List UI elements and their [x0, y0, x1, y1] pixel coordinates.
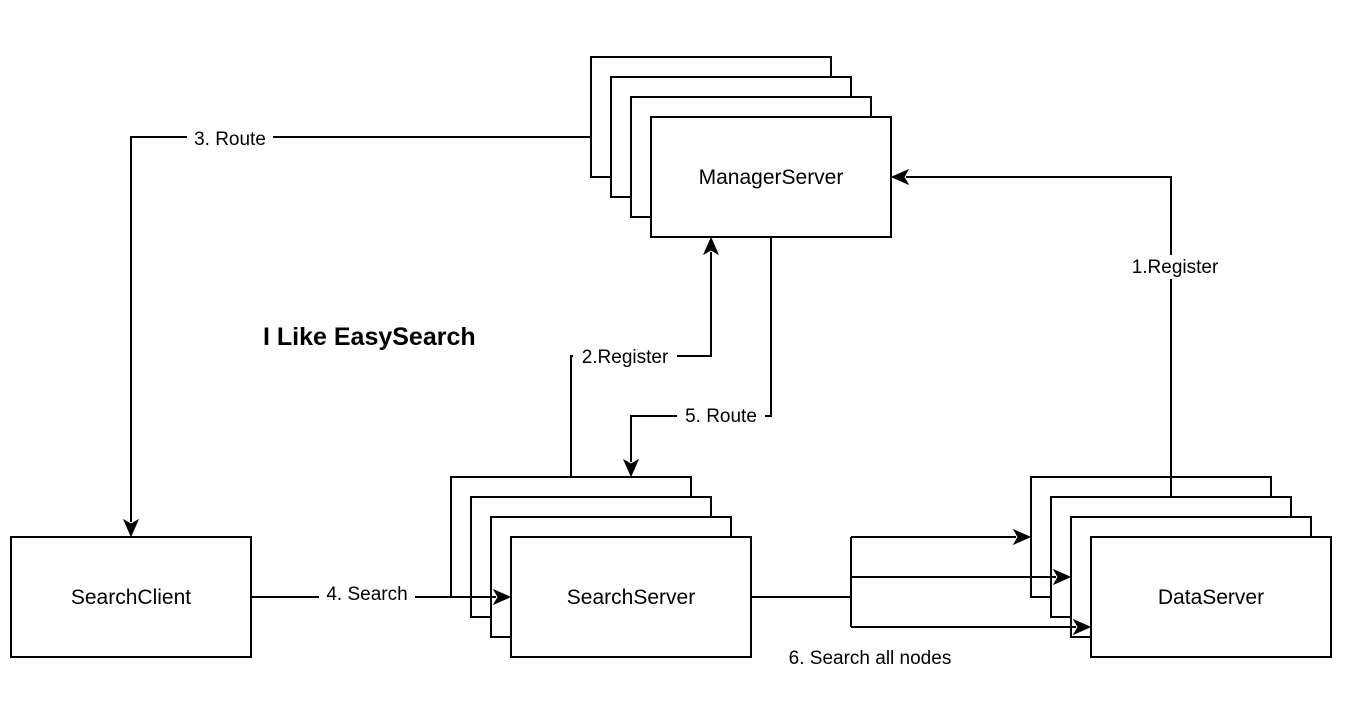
arrowhead: [890, 168, 910, 186]
arrowhead: [122, 518, 140, 538]
edge-search-all-6: 6. Search all nodes: [751, 528, 1092, 669]
diagram-title: I Like EasySearch: [263, 323, 476, 351]
edge-label-route-5: 5. Route: [685, 406, 757, 427]
data-server-label: DataServer: [1158, 586, 1264, 609]
edge-label-bg: [1123, 255, 1227, 279]
arrowhead: [702, 236, 720, 256]
manager-server-label: ManagerServer: [699, 166, 844, 189]
edge-search-4: 4. Search: [251, 582, 512, 606]
edge-label-search-4: 4. Search: [326, 584, 407, 605]
search-client-label: SearchClient: [71, 586, 191, 609]
edge-label-register-2: 2.Register: [582, 347, 669, 368]
edge-label-bg: [677, 404, 765, 428]
arrowhead: [1012, 528, 1032, 546]
edge-label-bg: [187, 127, 273, 149]
edge-register-1: 1.Register: [890, 168, 1227, 497]
edge-label-search-all-6: 6. Search all nodes: [789, 648, 952, 669]
edge-label-register-1: 1.Register: [1132, 257, 1219, 278]
search-server-label: SearchServer: [567, 586, 695, 609]
edge-route-3: 3. Route: [122, 127, 591, 538]
edge-label-route-3: 3. Route: [194, 129, 266, 150]
arrowhead: [1072, 618, 1092, 636]
edge-register-2: 2.Register: [570, 236, 720, 477]
search-client[interactable]: SearchClient: [10, 536, 252, 658]
arrowhead: [622, 458, 640, 478]
manager-server-node[interactable]: [650, 116, 892, 238]
arrowhead: [1052, 568, 1072, 586]
manager-server-stack[interactable]: ManagerServer: [590, 56, 892, 238]
edge-label-bg: [573, 345, 677, 369]
search-server-stack[interactable]: SearchServer: [450, 476, 752, 658]
edge-route-5: 5. Route: [622, 237, 772, 478]
arrowhead: [492, 588, 512, 606]
data-server-node[interactable]: [1090, 536, 1332, 658]
connector-line: [906, 176, 1172, 497]
edge-label-bg: [319, 582, 415, 606]
search-client-node[interactable]: [10, 536, 252, 658]
connector-line: [130, 136, 591, 522]
